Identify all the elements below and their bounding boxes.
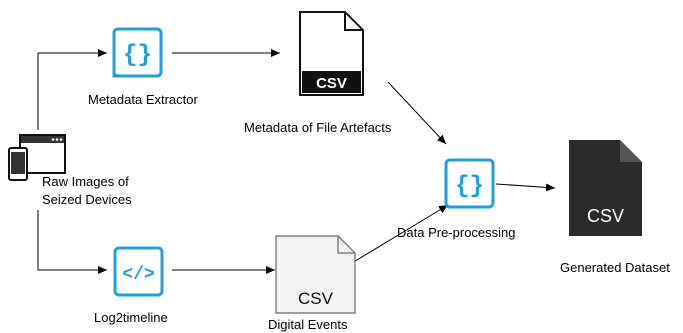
metadata-extractor-icon: {}: [112, 27, 163, 78]
raw-images-label-line1: Raw Images of: [42, 174, 129, 189]
digital-events-badge: CSV: [298, 289, 334, 308]
preprocessing-label: Data Pre-processing: [397, 225, 516, 240]
edge-raw-to-metadata-extractor: [37, 49, 107, 130]
digital-events-file-icon: CSV: [275, 235, 356, 314]
edge-metadata-file-to-preprocessing: [387, 81, 447, 145]
log2timeline-icon: </>: [113, 246, 164, 297]
preprocessing-icon: {}: [444, 158, 495, 209]
metadata-file-label: Metadata of File Artefacts: [244, 120, 392, 135]
edge-raw-to-log2timeline: [37, 210, 107, 274]
metadata-file-badge: CSV: [316, 75, 347, 92]
edge-preprocessing-to-dataset: [495, 183, 556, 192]
digital-events-label: Digital Events: [268, 317, 348, 332]
generated-dataset-badge: CSV: [587, 206, 624, 226]
svg-text:{}: {}: [455, 173, 484, 200]
metadata-extractor-label: Metadata Extractor: [88, 92, 198, 107]
svg-text:</>: </>: [122, 265, 154, 285]
metadata-file-icon: CSV: [299, 11, 364, 96]
raw-images-label-line2: Seized Devices: [42, 192, 132, 207]
generated-dataset-label: Generated Dataset: [560, 260, 670, 275]
generated-dataset-icon: CSV: [569, 140, 642, 236]
devices-icon: [8, 134, 66, 181]
connectors: [37, 49, 556, 274]
log2timeline-label: Log2timeline: [94, 310, 168, 325]
svg-text:{}: {}: [123, 42, 152, 69]
edge-digital-events-to-preprocessing: [346, 204, 449, 267]
